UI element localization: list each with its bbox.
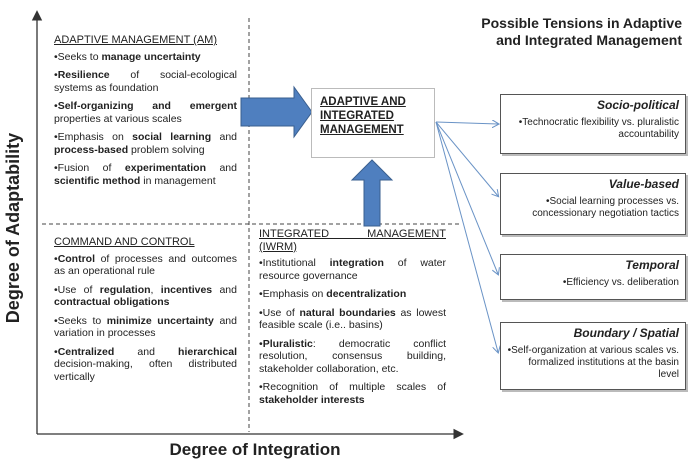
text: and: [212, 283, 237, 296]
text: and variation in processes: [54, 314, 237, 340]
tension-box-socio-political: Socio-political •Technocratic flexibilit…: [500, 94, 686, 154]
bold-text: minimize uncertainty: [106, 314, 214, 327]
text: ,: [150, 283, 161, 296]
bullet-item: •Use of natural boundaries as lowest fea…: [259, 307, 446, 332]
connector-socio-political: [435, 122, 498, 124]
text: •Emphasis on: [259, 288, 327, 300]
adaptive-management-quadrant: ADAPTIVE MANAGEMENT (AM) •Seeks to manag…: [54, 34, 237, 193]
x-axis-label: Degree of Integration: [169, 440, 341, 459]
bullet-item: •Use of regulation, incentives and contr…: [54, 284, 237, 309]
bullet-item: •Centralized and hierarchical decision-m…: [54, 346, 237, 384]
text: properties at various scales: [54, 112, 182, 125]
command-control-list: •Control of processes and outcomes as an…: [54, 253, 237, 384]
text: and: [206, 162, 237, 174]
text: and: [211, 131, 238, 143]
bold-text: manage uncertainty: [101, 50, 201, 63]
adaptive-management-list: •Seeks to manage uncertainty •Resilience …: [54, 51, 237, 188]
bullet-item: •Seeks to minimize uncertainty and varia…: [54, 315, 237, 340]
bold-text: incentives: [160, 283, 213, 296]
bullet-item: •Emphasis on social learning and process…: [54, 131, 237, 156]
bold-text: regulation: [99, 283, 151, 296]
tension-box-temporal: Temporal •Efficiency vs. deliberation: [500, 254, 686, 300]
text: in management: [140, 174, 216, 187]
bold-text: experimentation: [124, 162, 206, 174]
bold-text: Pluralistic: [262, 337, 313, 350]
text: and: [114, 345, 179, 358]
bold-text: decentralization: [326, 288, 407, 300]
text: : democratic conflict resolution, consen…: [259, 337, 446, 375]
up-block-arrow: [350, 159, 394, 227]
y-axis-label: Degree of Adaptability: [3, 132, 23, 324]
text: •: [54, 345, 58, 358]
text: of water resource governance: [259, 257, 446, 282]
text: •: [54, 252, 58, 265]
bold-text: social learning: [132, 131, 212, 143]
connector-temporal: [435, 121, 498, 274]
bullet-item: •Fusion of experimentation and scientifi…: [54, 162, 237, 187]
text: •Use of: [259, 306, 300, 319]
text: •: [259, 337, 263, 350]
tension-desc: •Social learning processes vs. concessio…: [532, 196, 679, 219]
integrated-management-heading: INTEGRATED MANAGEMENT (IWRM): [259, 228, 446, 253]
bold-text: stakeholder interests: [259, 393, 365, 406]
integrated-management-list: •Institutional integration of water reso…: [259, 257, 446, 406]
bold-text: process-based: [54, 143, 129, 156]
text: •: [54, 69, 58, 81]
adaptive-integrated-label: ADAPTIVE AND INTEGRATED MANAGEMENT: [320, 96, 406, 136]
text: •Recognition of multiple scales of: [259, 381, 446, 393]
bold-text: contractual obligations: [54, 296, 170, 308]
bold-text: Self-organizing and emergent: [57, 100, 237, 112]
tension-box-boundary-spatial: Boundary / Spatial •Self-organization at…: [500, 322, 686, 390]
text: as lowest feasible scale (i.e.. basins): [259, 306, 447, 332]
text: •Seeks to: [54, 314, 107, 327]
adaptive-management-heading: ADAPTIVE MANAGEMENT (AM): [54, 34, 217, 46]
bold-text: Resilience: [57, 69, 110, 81]
bullet-item: •Seeks to manage uncertainty: [54, 51, 237, 64]
tension-desc: •Efficiency vs. deliberation: [562, 277, 679, 288]
tension-name: Socio-political: [596, 98, 679, 112]
connector-value-based: [435, 121, 498, 196]
text: of social-ecological systems as foundati…: [54, 69, 237, 94]
text: •Institutional: [259, 257, 330, 269]
tension-name: Value-based: [608, 177, 679, 191]
text: •Emphasis on: [54, 131, 133, 143]
right-block-arrow: [240, 85, 313, 139]
text: •Use of: [54, 283, 100, 296]
bullet-item: •Pluralistic: democratic conflict resolu…: [259, 338, 446, 376]
tension-name: Temporal: [625, 258, 679, 272]
text: •: [54, 100, 58, 112]
bullet-item: •Institutional integration of water reso…: [259, 257, 446, 282]
text: •Seeks to: [54, 50, 102, 63]
tension-box-value-based: Value-based •Social learning processes v…: [500, 173, 686, 235]
bullet-item: •Self-organizing and emergent properties…: [54, 100, 237, 125]
text: decision-making, often distributed verti…: [54, 358, 237, 383]
tension-name: Boundary / Spatial: [573, 326, 679, 340]
text: of processes and outcomes as an operatio…: [54, 252, 237, 278]
connector-boundary-spatial: [435, 121, 498, 352]
text: problem solving: [128, 143, 205, 156]
tension-desc: •Technocratic flexibility vs. pluralisti…: [518, 117, 679, 140]
bullet-item: •Resilience of social-ecological systems…: [54, 69, 237, 94]
command-control-heading: COMMAND AND CONTROL: [54, 236, 195, 248]
command-control-quadrant: COMMAND AND CONTROL •Control of processe…: [54, 236, 237, 389]
bullet-item: •Recognition of multiple scales of stake…: [259, 381, 446, 406]
text: •Fusion of: [54, 162, 125, 174]
bold-text: integration: [329, 257, 384, 269]
integrated-management-quadrant: INTEGRATED MANAGEMENT (IWRM) •Institutio…: [259, 228, 446, 412]
adaptive-integrated-box: ADAPTIVE AND INTEGRATED MANAGEMENT: [311, 88, 435, 158]
bold-text: scientific method: [54, 174, 141, 187]
bullet-item: •Control of processes and outcomes as an…: [54, 253, 237, 278]
bullet-item: •Emphasis on decentralization: [259, 288, 446, 301]
bold-text: hierarchical: [178, 345, 237, 358]
tension-desc: •Self-organization at various scales vs.…: [507, 345, 679, 380]
bold-text: Centralized: [57, 345, 115, 358]
bold-text: Control: [57, 252, 96, 265]
bold-text: natural boundaries: [299, 306, 396, 319]
tensions-title: Possible Tensions in Adaptive and Integr…: [481, 15, 682, 48]
